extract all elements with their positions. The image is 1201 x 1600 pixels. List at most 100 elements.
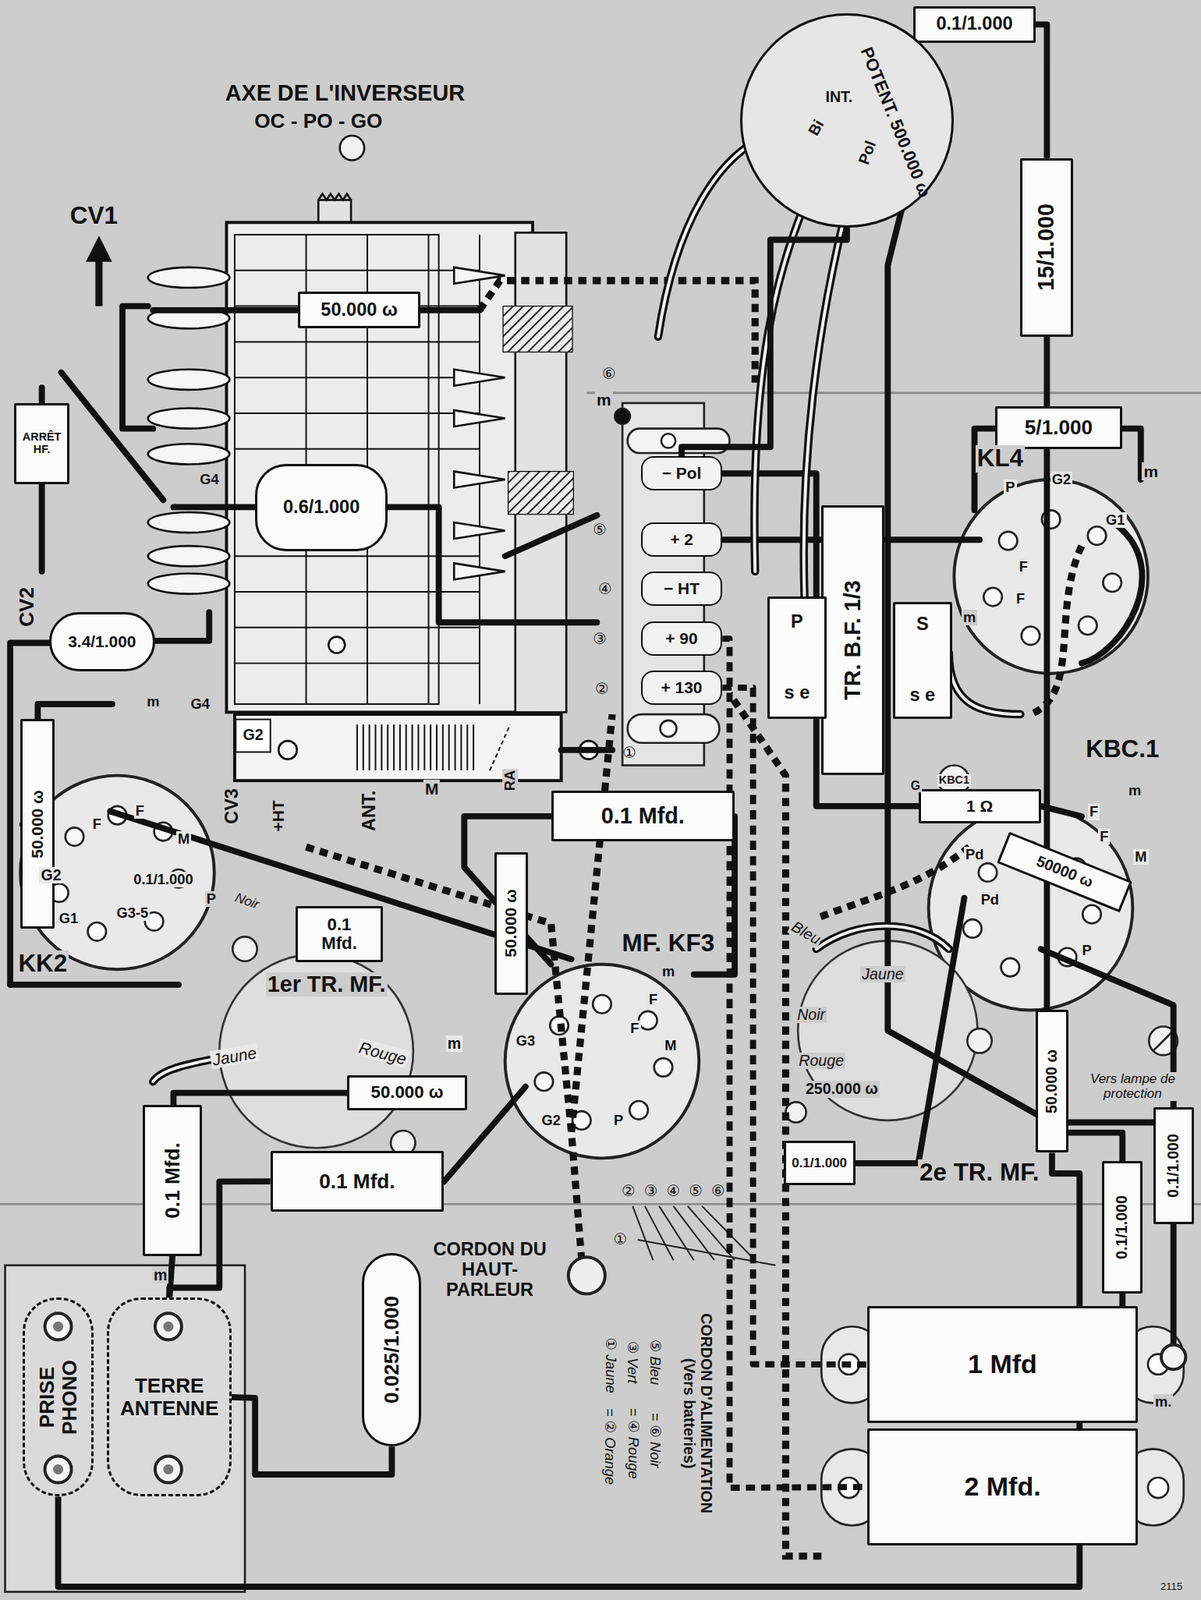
wave-switch [423, 724, 426, 771]
jack-plate [45, 1456, 72, 1483]
part-label: ① [612, 1231, 630, 1249]
node-text-group: 5/1.000 [1024, 416, 1093, 440]
node-text-group: 0.1/1.000 [935, 14, 1013, 35]
mounting-hole [967, 1028, 992, 1053]
part-label: Noir [231, 890, 263, 915]
part-label: F [91, 816, 103, 833]
wave-switch [148, 407, 231, 429]
winding-box: Ss e [892, 602, 953, 720]
wave-switch [508, 471, 574, 515]
node-text-group: 3.4/1.000 [67, 632, 136, 651]
wave-switch [362, 724, 365, 771]
wire [1122, 428, 1141, 480]
node-text-group: 50.000 ω [28, 790, 47, 858]
part-label: m [595, 390, 613, 409]
terminal-strip [661, 433, 676, 448]
cord [568, 1206, 776, 1295]
resistor-box: 50.000 ω [347, 1075, 468, 1111]
node-text-group: 0.1 Mfd. [318, 914, 361, 954]
winding-box: Ps e [767, 596, 827, 720]
part-label: CORDON DU HAUT-PARLEUR [421, 1239, 558, 1301]
part-label: P [612, 1112, 625, 1129]
wire [173, 1093, 347, 1106]
node-text: TR. B.F. 1/3 [840, 580, 866, 700]
jack-plate [155, 1313, 182, 1340]
node-text: + 90 [665, 630, 698, 649]
node-text-group: 0.025/1.000 [380, 1296, 404, 1404]
part-label: P [1080, 942, 1093, 959]
node-text: + 130 [661, 678, 703, 697]
wave-switch [328, 637, 345, 654]
part-label: G2 [540, 1112, 563, 1129]
node-text: s e [783, 683, 810, 705]
part-label: P [205, 891, 218, 907]
wire-connector [722, 687, 868, 1365]
cv1-arrow [95, 257, 103, 307]
wire [387, 506, 597, 623]
node-text: 0.1/1.000 [791, 1155, 847, 1171]
cv1-arrow [86, 237, 111, 262]
node-text: INT. [825, 88, 853, 107]
wave-switch [460, 724, 462, 771]
terminal-tag: − HT [641, 571, 723, 606]
wave-switch [380, 724, 383, 771]
capacitor-box: 3.4/1.000 [49, 612, 156, 672]
shielded-wire [479, 280, 755, 383]
tube-socket [953, 479, 1148, 674]
jack-plate [5, 1265, 245, 1593]
part-label: Rouge [355, 1038, 410, 1069]
tube-socket [20, 479, 1148, 1159]
insulated-wire [152, 127, 1021, 1083]
part-label: m [961, 609, 978, 626]
insulated-wire [152, 127, 1021, 1083]
terminal-tag: − Pol [641, 456, 723, 491]
part-label: F [134, 803, 146, 819]
wave-switch [453, 522, 505, 539]
socket-pin [983, 510, 1122, 645]
wave-switch [340, 135, 365, 160]
node-text-group: 0.1 Mfd. [161, 1142, 185, 1219]
terminal-tag: + 2 [641, 522, 723, 557]
part-label: ④ [665, 1183, 683, 1201]
part-label: m [1126, 782, 1143, 799]
cord [632, 1206, 755, 1261]
capacitor-box: 0.1 Mfd. [270, 1151, 444, 1213]
node-text-group: + 90 [665, 630, 698, 649]
jack-plate [53, 1464, 64, 1475]
capacitor-box: 0.1/1.000 [913, 6, 1036, 43]
part-label: ① [620, 744, 638, 762]
panel-edge [586, 392, 1201, 395]
capacitor-box: 0.1/1.000 [1153, 1107, 1194, 1225]
node-text-group: 50.000 ω [502, 889, 521, 957]
wire [505, 515, 598, 557]
node-text-group: 1 Mfd [967, 1349, 1038, 1379]
node-text-group: 1 Ω [966, 797, 993, 815]
part-label: G3 [514, 1033, 537, 1049]
node-text-group: + 2 [669, 531, 694, 550]
node-text-group: Ps e [783, 612, 810, 704]
part-label: CORDON D'ALIMENTATION (Vers batteries) [680, 1299, 714, 1527]
part-label: Bi [804, 115, 828, 140]
node-text: − HT [663, 579, 700, 598]
part-label: ③ [642, 1183, 660, 1201]
node-text: 5/1.000 [1024, 416, 1093, 440]
part-label: AXE DE L'INVERSEUR [223, 81, 467, 107]
resistor-box: 1 Ω [918, 789, 1042, 824]
wire-connector [681, 227, 847, 457]
resistor-box: 50.000 ω [297, 291, 421, 329]
jack-group: PRISE PHONO [22, 1297, 95, 1497]
capacitor-ear [1147, 1477, 1169, 1499]
part-label: CV3 [222, 786, 243, 826]
node-text-group: 50000 ω [1033, 853, 1095, 892]
part-label: G2 [240, 726, 265, 744]
part-label: G4 [198, 471, 220, 488]
wire [561, 747, 613, 754]
part-label: G4 [188, 696, 211, 713]
part-label: Jaune [860, 966, 905, 984]
wave-switch [453, 369, 505, 387]
if-transformer [219, 941, 978, 1149]
part-label: F [1087, 804, 1100, 820]
wave-switch [356, 724, 358, 771]
part-label: 250.000 ω [804, 1080, 880, 1099]
